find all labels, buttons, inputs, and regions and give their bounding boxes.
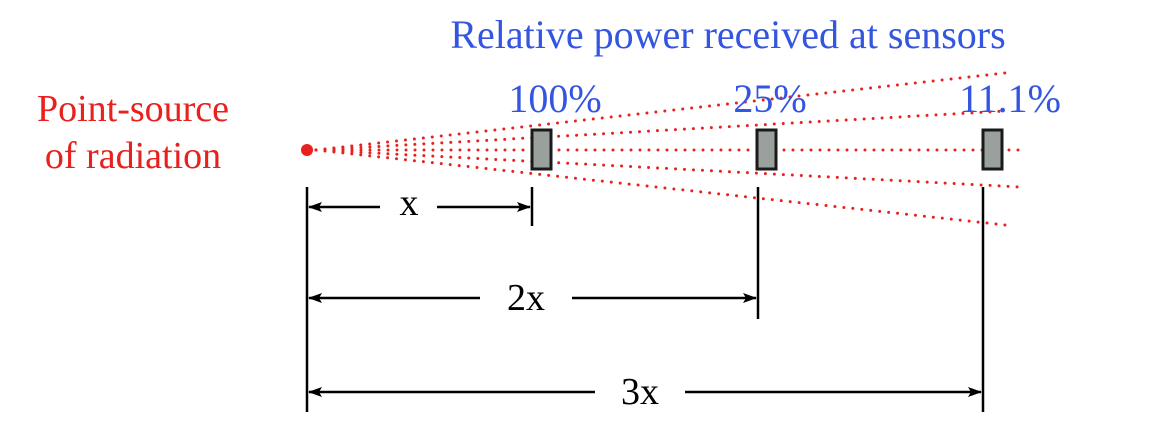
- dimension-lines: [305, 187, 985, 412]
- power-label-3: 11.1%: [959, 76, 1061, 121]
- power-label-2: 25%: [733, 76, 806, 121]
- ray: [314, 109, 1007, 152]
- distance-label-2: 2x: [507, 277, 545, 319]
- ray: [314, 148, 1007, 227]
- point-source-dot: [301, 144, 313, 156]
- ray: [314, 148, 1022, 189]
- ray: [314, 71, 1007, 152]
- sensor-3: [981, 128, 1004, 171]
- source-label-line1: Point-source: [37, 88, 229, 130]
- distance-label-3: 3x: [621, 371, 659, 413]
- diagram-title: Relative power received at sensors: [450, 12, 1005, 57]
- sensor-1: [530, 128, 553, 171]
- radiation-rays: [314, 71, 1022, 227]
- power-label-1: 100%: [508, 76, 601, 121]
- sensor-2: [755, 128, 778, 171]
- distance-label-1: x: [400, 182, 419, 224]
- source-label-line2: of radiation: [45, 135, 221, 177]
